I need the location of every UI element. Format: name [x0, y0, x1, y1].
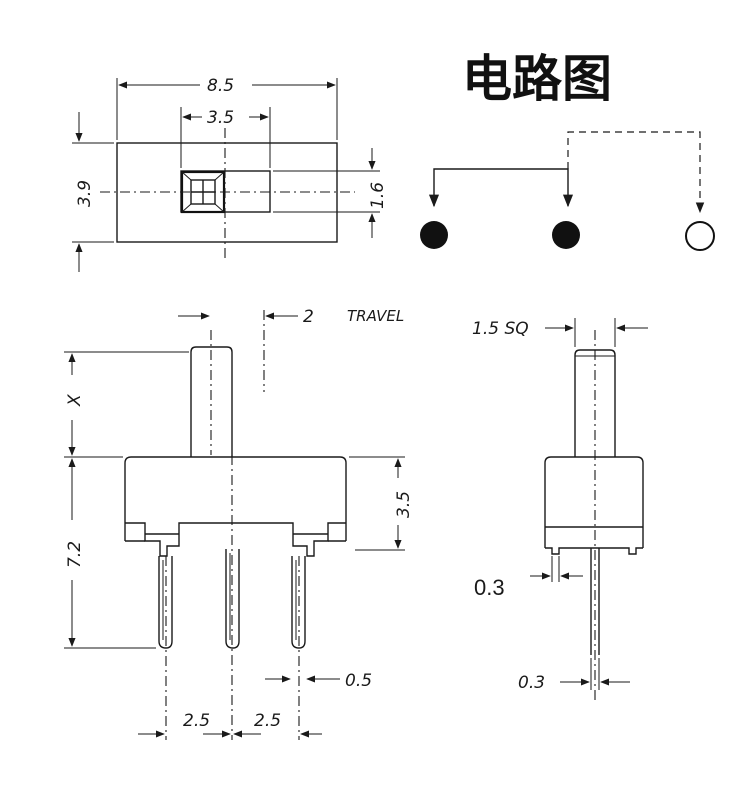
side-view-body [544, 456, 644, 548]
front-view-pin-left [158, 556, 173, 649]
front-view: 2 TRAVEL X 7.2 3.5 0.5 2.5 2.5 [64, 307, 414, 740]
circuit-alt-path [567, 131, 705, 214]
front-view-actuator [190, 346, 233, 457]
front-view-frame [125, 522, 346, 557]
dim-body-height: 3.5 [394, 491, 414, 518]
front-view-body [124, 456, 347, 523]
dim-pitch-right: 2.5 [254, 711, 281, 731]
circuit-closed-path [428, 168, 574, 208]
dim-pitch-left: 2.5 [183, 711, 210, 731]
travel-label: TRAVEL [347, 307, 404, 325]
dim-slot-height: 1.6 [368, 182, 388, 209]
dim-height: 3.9 [75, 180, 95, 207]
dim-actuator-size: 1.5 SQ [472, 319, 529, 339]
dim-pin-thickness: 0.3 [518, 673, 545, 693]
front-view-pin-middle [225, 549, 240, 649]
dim-actuator-height: X [65, 394, 85, 407]
front-view-pin-right [291, 556, 306, 649]
top-view: 8.5 3.5 3.9 1.6 [72, 76, 388, 272]
dim-slot-width: 3.5 [207, 108, 234, 128]
side-view-actuator [574, 349, 616, 457]
top-view-body [116, 142, 338, 243]
dim-width: 8.5 [207, 76, 234, 96]
title: 电路图 [462, 50, 612, 108]
contact-3 [685, 221, 715, 251]
contact-1 [420, 221, 448, 249]
side-view: 1.5 SQ 0.3 0.3 [472, 318, 648, 700]
travel-value: 2 [303, 307, 314, 327]
circuit-diagram [420, 131, 715, 251]
contact-2 [552, 221, 580, 249]
dim-pin-width: 0.5 [345, 671, 372, 691]
dim-pin-offset: 0.3 [474, 575, 505, 600]
dim-total-height: 7.2 [65, 541, 85, 568]
